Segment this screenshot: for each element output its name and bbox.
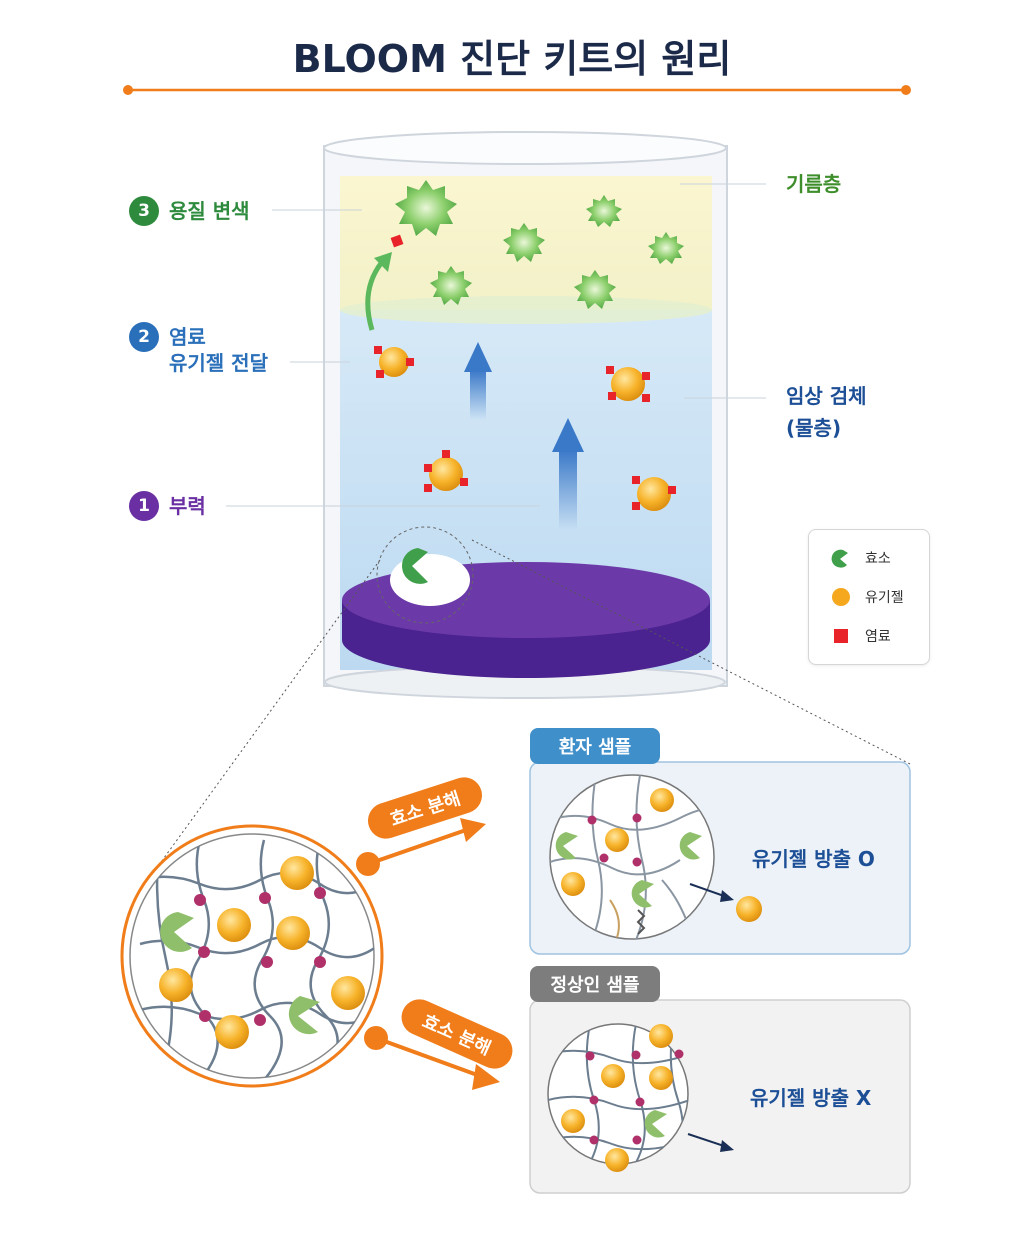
legend: 효소 유기젤 염료	[808, 529, 930, 665]
step-1-label: 1 부력	[129, 491, 206, 521]
step-2-line1: 염료	[169, 325, 206, 349]
step-2-line2: 유기젤 전달	[169, 351, 268, 375]
step-3-text: 용질 변색	[169, 199, 250, 223]
zoom-circle	[120, 824, 384, 1088]
patient-result: 유기젤 방출 O	[752, 847, 875, 871]
hydrogel-disk	[342, 526, 710, 678]
step-3-badge: 3	[129, 196, 159, 226]
color-change-stars	[395, 180, 684, 309]
step-1-text: 부력	[169, 494, 206, 518]
step-2-label: 2 염료 유기젤 전달	[129, 322, 268, 376]
legend-enzyme-label: 효소	[865, 551, 891, 567]
legend-organogel: 유기젤	[831, 587, 904, 607]
sample-layer-label: 임상 검체 (물층)	[786, 380, 867, 444]
legend-organogel-label: 유기젤	[865, 590, 904, 606]
enzyme-arrows	[356, 777, 513, 1090]
dye-icon	[834, 629, 848, 643]
zoom-lines	[147, 539, 911, 881]
legend-enzyme: 효소	[831, 548, 891, 568]
legend-dye-label: 염료	[865, 629, 891, 645]
leader-lines	[226, 183, 766, 507]
organogel-particles	[374, 346, 676, 511]
sample-layer-line2: (물층)	[786, 416, 842, 440]
step-1-badge: 1	[129, 491, 159, 521]
normal-result: 유기젤 방출 X	[750, 1086, 872, 1110]
patient-sample-tab: 환자 샘플	[558, 737, 632, 758]
step-2-text: 염료 유기젤 전달	[169, 322, 268, 376]
transfer-arrow	[365, 260, 385, 331]
legend-dye: 염료	[831, 626, 891, 646]
page-title: BLOOM 진단 키트의 원리	[292, 37, 732, 81]
normal-sample-tab: 정상인 샘플	[550, 975, 640, 996]
sample-layer-line1: 임상 검체	[786, 384, 867, 408]
step-3-label: 3 용질 변색	[129, 196, 250, 226]
title-divider	[123, 85, 911, 95]
enzyme-icon	[831, 549, 848, 568]
organogel-icon	[832, 588, 850, 606]
patient-panel-bg	[529, 728, 911, 955]
normal-panel-bg	[529, 966, 911, 1194]
buoyancy-arrows	[464, 342, 584, 530]
step-2-badge: 2	[129, 322, 159, 352]
oil-layer-label: 기름층	[786, 172, 842, 196]
